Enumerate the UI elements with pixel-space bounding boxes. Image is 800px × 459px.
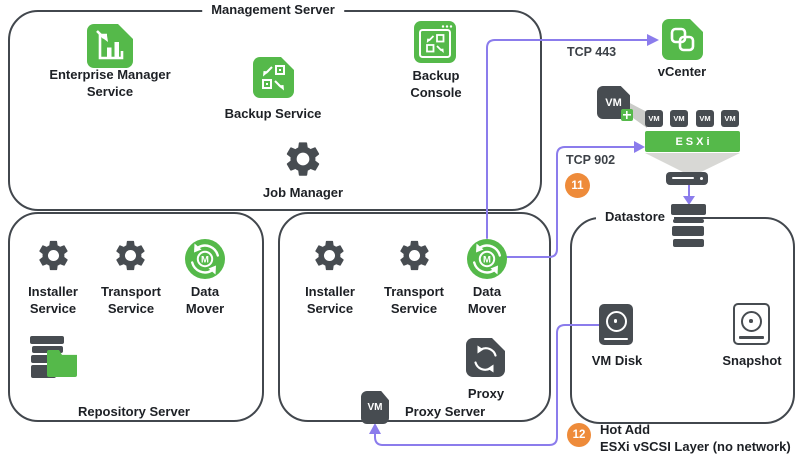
proxy-data-mover-label: Data Mover: [467, 284, 507, 316]
proxy-label: Proxy: [467, 386, 505, 401]
hotadd-line: [374, 324, 600, 446]
step-12-badge: 12: [567, 423, 591, 447]
repo-installer-label: Installer Service: [28, 284, 78, 316]
snapshot-label: Snapshot: [722, 353, 782, 368]
vm-tile-icon: VM: [721, 110, 739, 127]
proxy-installer-label: Installer Service: [305, 284, 355, 316]
proxy-transport-gear-icon: [397, 238, 432, 273]
proxy-transport-label: Transport Service: [384, 284, 444, 316]
job-manager-label: Job Manager: [262, 185, 344, 200]
svg-text:M: M: [483, 254, 491, 265]
repository-server-box: [8, 212, 264, 422]
tcp-902-label: TCP 902: [566, 153, 616, 167]
svg-text:M: M: [201, 254, 209, 265]
backup-console-label: Backup Console: [410, 68, 462, 100]
repo-data-mover-icon: M: [185, 239, 225, 279]
proxy-installer-gear-icon: [312, 238, 347, 273]
vm-disk-icon: [599, 304, 633, 345]
esxi-funnel-shape: [645, 153, 740, 172]
vm-beam-shape: [626, 101, 647, 128]
snapshot-icon: [733, 303, 770, 345]
repo-transport-label: Transport Service: [101, 284, 161, 316]
datastore-box: [570, 217, 795, 424]
enterprise-manager-icon: [87, 24, 133, 68]
vm-tile-icon: VM: [696, 110, 714, 127]
vm-disk-label: VM Disk: [591, 353, 643, 368]
proxy-data-mover-icon: M: [467, 239, 507, 279]
repo-transport-gear-icon: [113, 238, 148, 273]
repository-storage-icon: [30, 334, 80, 380]
vcenter-label: vCenter: [657, 64, 707, 79]
tcp902-line: [505, 146, 636, 258]
repo-data-mover-label: Data Mover: [185, 284, 225, 316]
proxy-icon: [466, 338, 505, 377]
proxy-server-box: [278, 212, 551, 422]
vcenter-icon: [662, 19, 703, 60]
enterprise-manager-label: Enterprise Manager Service: [49, 67, 171, 99]
backup-console-icon: [414, 21, 456, 63]
repository-server-title: Repository Server: [69, 404, 199, 420]
host-datastore-arrowhead: [683, 196, 695, 205]
tcp902-arrowhead: [634, 141, 645, 153]
proxy-server-title: Proxy Server: [396, 404, 495, 420]
hot-add-annotation: Hot Add ESXi vSCSI Layer (no network): [600, 422, 791, 454]
esxi-bar: ESXi: [645, 131, 740, 152]
host-server-icon: [666, 172, 708, 185]
proxy-vm-icon: VM: [361, 391, 389, 424]
repo-installer-gear-icon: [36, 238, 71, 273]
job-manager-gear-icon: [283, 139, 323, 179]
hotadd-arrowhead: [369, 423, 381, 434]
tcp-443-label: TCP 443: [567, 45, 617, 59]
tcp443-arrowhead: [647, 34, 659, 46]
tcp443-line: [486, 39, 649, 239]
management-server-title: Management Server: [202, 2, 344, 18]
vm-tile-icon: VM: [670, 110, 688, 127]
step-11-badge: 11: [565, 173, 590, 198]
datastore-title: Datastore: [596, 209, 674, 225]
backup-service-icon: [253, 57, 294, 98]
vm-tile-icon: VM: [645, 110, 663, 127]
windows-badge-icon: [621, 109, 633, 121]
backup-service-label: Backup Service: [224, 106, 322, 121]
